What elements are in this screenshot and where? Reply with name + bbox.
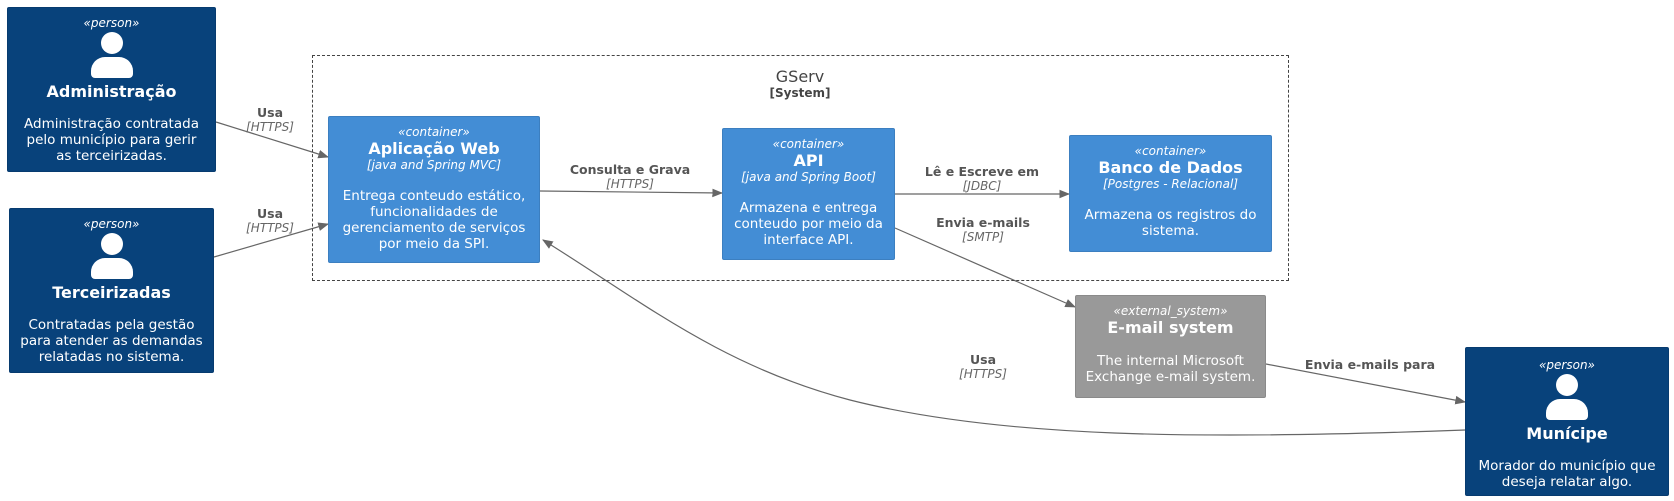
boundary-title: GServ [System] xyxy=(700,67,900,100)
edge-label-tech: [HTTPS] xyxy=(246,221,294,235)
container-technology: [java and Spring MVC] xyxy=(366,158,502,172)
edge-label-tech: [HTTPS] xyxy=(606,177,654,191)
stereotype-label: «container» xyxy=(398,125,470,139)
person-description: Administração contratada pelo município … xyxy=(24,116,199,164)
container-description: Armazena e entrega conteudo por meio da … xyxy=(734,200,883,248)
edge-terceirizadas-web xyxy=(213,222,330,258)
edge-label-api-email: Envia e-mails [SMTP] xyxy=(913,215,1053,244)
container-technology: [java and Spring Boot] xyxy=(741,170,876,184)
stereotype-label: «person» xyxy=(1539,358,1595,372)
container-name: Banco de Dados xyxy=(1098,158,1243,177)
person-name: Terceirizadas xyxy=(52,283,171,302)
container-description: Armazena os registros do sistema. xyxy=(1084,207,1257,239)
stereotype-label: «container» xyxy=(1134,144,1207,158)
edge-label-tech: [JDBC] xyxy=(962,179,1002,193)
edge-label-terceirizadas-web: Usa [HTTPS] xyxy=(230,206,310,235)
edge-municipe-web xyxy=(542,239,1466,436)
edge-label-text: Usa xyxy=(256,105,284,120)
container-name: Aplicação Web xyxy=(368,139,500,158)
edge-admin-web xyxy=(215,121,330,159)
boundary-type: [System] xyxy=(769,86,831,100)
edge-label-text: Envia e-mails xyxy=(936,215,1030,230)
boundary-name: GServ xyxy=(775,67,825,86)
edge-label-tech: [HTTPS] xyxy=(959,367,1007,381)
person-description: Contratadas pela gestão para atender as … xyxy=(20,317,203,365)
person-icon xyxy=(89,32,135,78)
stereotype-label: «external_system» xyxy=(1113,304,1228,318)
edge-label-email-municipe: Envia e-mails para xyxy=(1290,357,1450,372)
edge-label-web-api: Consulta e Grava [HTTPS] xyxy=(560,162,700,191)
container-banco-de-dados[interactable]: «container» Banco de Dados [Postgres - R… xyxy=(1069,135,1272,252)
person-icon xyxy=(1544,374,1590,420)
person-terceirizadas[interactable]: «person» Terceirizadas Contratadas pela … xyxy=(9,208,214,373)
person-municipe[interactable]: «person» Munícipe Morador do município q… xyxy=(1465,347,1669,496)
container-description: Entrega conteudo estático, funcionalidad… xyxy=(342,188,526,252)
person-name: Administração xyxy=(46,82,177,101)
edge-label-text: Usa xyxy=(969,352,997,367)
stereotype-label: «person» xyxy=(83,16,140,30)
stereotype-label: «person» xyxy=(83,217,140,231)
system-boundary-gserv xyxy=(312,55,1289,281)
person-administracao[interactable]: «person» Administração Administração con… xyxy=(7,7,216,172)
person-name: Munícipe xyxy=(1526,424,1608,443)
person-icon xyxy=(89,233,135,279)
container-technology: [Postgres - Relacional] xyxy=(1102,177,1239,191)
edge-label-text: Lê e Escreve em xyxy=(924,164,1040,179)
edge-label-api-db: Lê e Escreve em [JDBC] xyxy=(912,164,1052,193)
external-email-system[interactable]: «external_system» E-mail system The inte… xyxy=(1075,295,1266,398)
person-description: Morador do município que deseja relatar … xyxy=(1478,458,1656,490)
edge-web-api xyxy=(539,188,724,198)
external-name: E-mail system xyxy=(1107,318,1234,337)
edge-api-email xyxy=(894,227,1076,308)
edge-label-tech: [HTTPS] xyxy=(246,120,294,134)
edge-label-text: Consulta e Grava xyxy=(569,162,691,177)
external-description: The internal Microsoft Exchange e-mail s… xyxy=(1085,353,1256,385)
edge-label-tech: [SMTP] xyxy=(962,230,1004,244)
edge-label-text: Usa xyxy=(256,206,284,221)
container-api[interactable]: «container» API [java and Spring Boot] A… xyxy=(722,128,895,260)
edge-label-municipe-web: Usa [HTTPS] xyxy=(943,352,1023,381)
edge-label-admin-web: Usa [HTTPS] xyxy=(230,105,310,134)
container-aplicacao-web[interactable]: «container» Aplicação Web [java and Spri… xyxy=(328,116,540,263)
container-name: API xyxy=(793,151,824,170)
edge-label-text: Envia e-mails para xyxy=(1304,357,1436,372)
stereotype-label: «container» xyxy=(772,137,845,151)
edge-email-municipe xyxy=(1265,363,1467,405)
